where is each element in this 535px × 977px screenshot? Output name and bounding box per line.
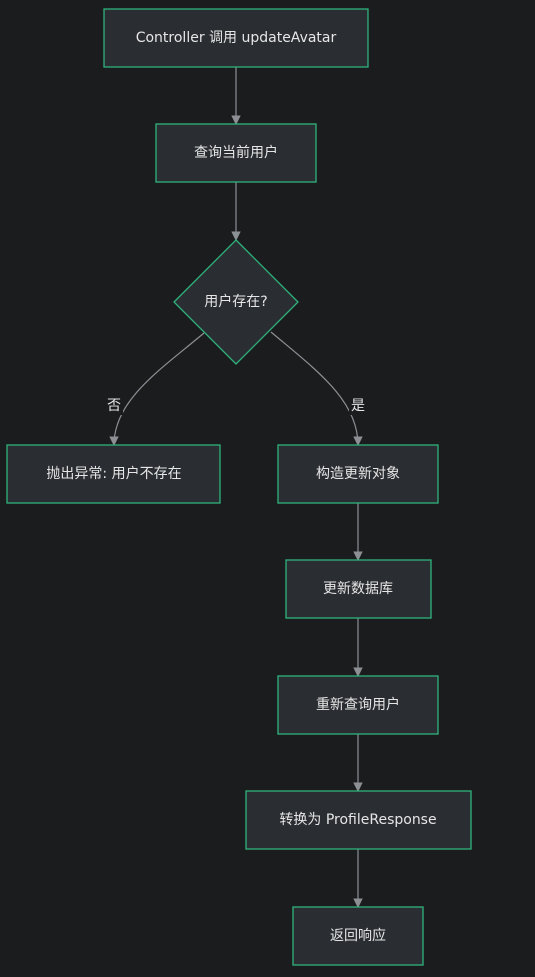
node-controller: Controller 调用 updateAvatar [103,8,369,68]
node-update-db: 更新数据库 [285,559,432,619]
node-convert: 转换为 ProfileResponse [245,790,472,850]
node-return-response: 返回响应 [292,906,424,966]
node-return-response-label: 返回响应 [330,927,386,944]
node-user-exists-label: 用户存在? [204,293,267,310]
node-controller-label: Controller 调用 updateAvatar [136,30,337,46]
node-query-user: 查询当前用户 [155,123,317,183]
edge-decision-no [109,332,205,446]
edge-label-no: 否 [107,398,121,414]
edge-label-yes: 是 [351,398,365,414]
node-build-update-label: 构造更新对象 [316,466,400,482]
node-convert-label: 转换为 ProfileResponse [279,811,436,828]
node-requery-user-label: 重新查询用户 [316,696,400,713]
node-update-db-label: 更新数据库 [323,581,393,597]
node-throw-error-label: 抛出异常: 用户不存在 [46,465,181,482]
node-query-user-label: 查询当前用户 [194,144,278,161]
node-build-update: 构造更新对象 [277,444,439,504]
node-requery-user: 重新查询用户 [277,675,439,735]
node-throw-error: 抛出异常: 用户不存在 [6,444,221,504]
edge-decision-yes [270,331,363,446]
node-user-exists-decision: 用户存在? [173,239,299,365]
